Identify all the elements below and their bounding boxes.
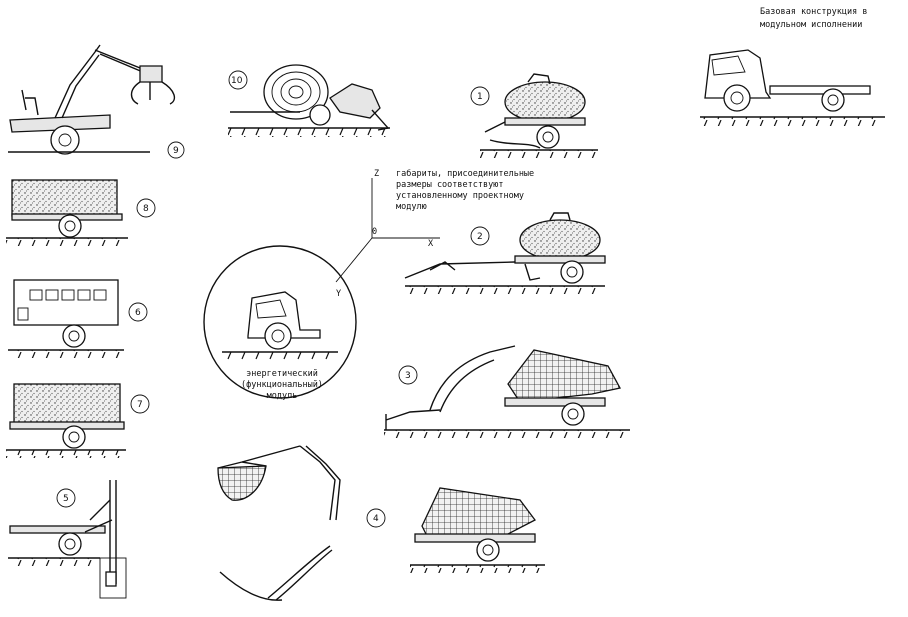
note-line-3: установленному проектному: [396, 191, 524, 201]
axis-y-label: Y: [336, 289, 341, 299]
module-label-line-2: (функциональный): [241, 380, 323, 390]
caption-line-1: Базовая конструкция в: [760, 7, 867, 17]
axis-x-label: X: [428, 239, 434, 249]
number-4: 4: [373, 514, 379, 524]
number-5: 5: [63, 494, 69, 504]
number-8: 8: [143, 204, 149, 214]
number-3: 3: [405, 371, 411, 381]
number-10: 10: [231, 76, 243, 86]
machine-2-tank-planter: 2: [404, 212, 606, 294]
number-9: 9: [173, 146, 179, 156]
note-line-4: модулю: [396, 202, 427, 212]
module-label-line-3: модуль: [267, 391, 298, 401]
machine-3-forage-harvester: 3: [384, 345, 630, 438]
energy-module: энергетический (функциональный) модуль: [203, 245, 357, 401]
number-7: 7: [137, 400, 143, 410]
base-construction-caption: Базовая конструкция в модульном исполнен…: [760, 7, 867, 30]
dimensions-note: габариты, присоединительные размеры соот…: [396, 168, 534, 212]
number-1: 1: [477, 92, 483, 102]
number-2: 2: [477, 232, 483, 242]
caption-line-2: модульном исполнении: [760, 20, 862, 30]
machine-5-drilling-rig: 5: [8, 480, 127, 599]
axis-z-label: Z: [374, 169, 379, 179]
machine-1-tank-spreader: 1: [470, 73, 598, 158]
machine-8-trailer: 8: [6, 179, 156, 246]
note-line-2: размеры соответствуют: [396, 180, 503, 190]
module-label-line-1: энергетический: [246, 369, 318, 379]
note-line-1: габариты, присоединительные: [396, 168, 534, 179]
crane-net-grabber: [217, 445, 341, 601]
machine-4-mesh-trailer: 4: [366, 487, 545, 573]
number-6: 6: [135, 308, 141, 318]
coordinate-axes: Z X Y 0: [335, 169, 440, 299]
machine-7-trailer: 7: [6, 383, 150, 458]
axis-origin-label: 0: [372, 227, 377, 237]
machine-6-passenger-module: 6: [8, 279, 148, 358]
machine-9-crane-loader: 9: [8, 44, 185, 159]
base-truck-illustration: [700, 49, 885, 126]
machine-10-baler: 10: [228, 64, 390, 137]
